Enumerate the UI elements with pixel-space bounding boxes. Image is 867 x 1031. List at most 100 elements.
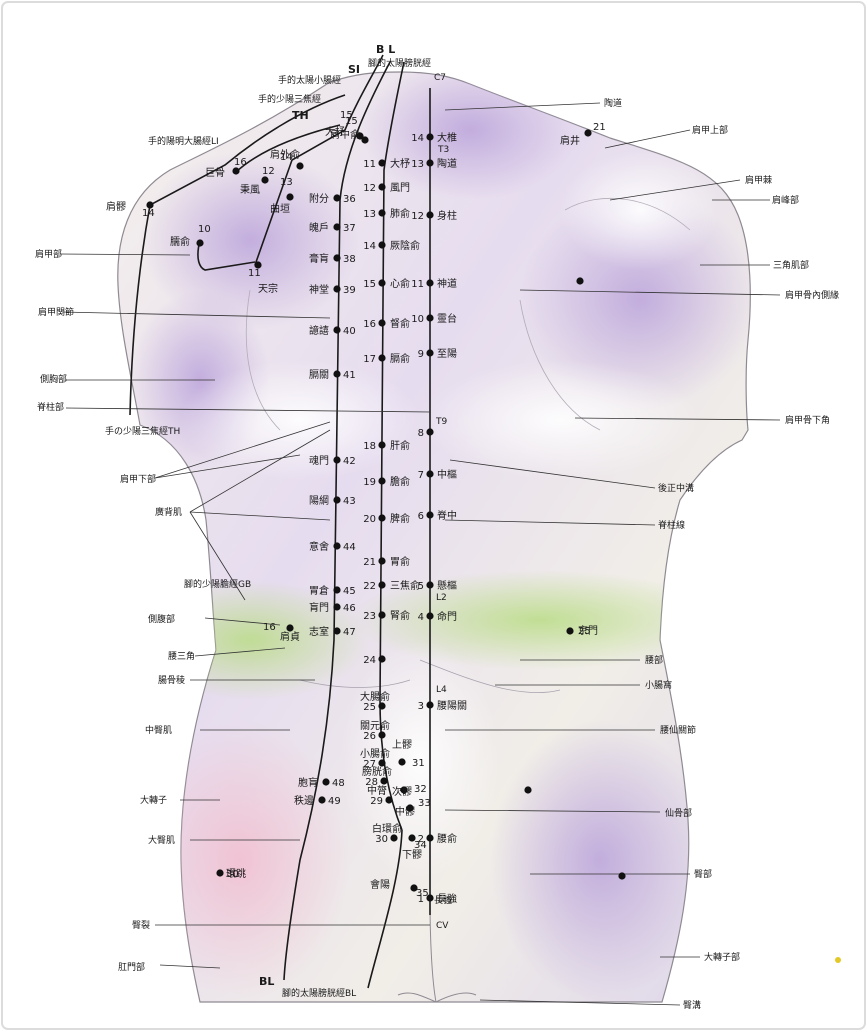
gv-point-14: [426, 133, 433, 140]
bl-inner-point-number: 23: [363, 611, 376, 622]
gv-point-name: 腰陽關: [437, 700, 467, 712]
right-label: 腰部: [645, 654, 663, 666]
torso: [118, 60, 760, 1002]
gv-point-name: 腰俞: [437, 832, 457, 845]
other-point-25: [566, 627, 573, 634]
bl-bottom-name: 腳的太陽膀胱經BL: [282, 987, 356, 999]
gv-point-number: 14: [411, 133, 424, 144]
bl-outer-point-number: 44: [343, 542, 356, 553]
bl-inner-point-number: 22: [363, 581, 376, 592]
other-point-number: 35: [416, 888, 429, 899]
vertebra-t9: T9: [435, 417, 447, 427]
bl-inner-point-name: 大腸俞: [360, 690, 390, 703]
bl-outer-point-name: 胃倉: [309, 584, 329, 597]
bl-outer-point-48: [322, 778, 329, 785]
bl-inner-point-17: [378, 354, 385, 361]
bl-outer-point-name: 志室: [309, 625, 329, 638]
left-label: 側腹部: [148, 613, 175, 625]
tianzong-right-point: [576, 277, 583, 284]
right-label: 肩甲棘: [745, 174, 772, 186]
bl-inner-point-name: 胃俞: [390, 555, 410, 568]
bl-inner-point-19: [378, 477, 385, 484]
other-point-21: [584, 129, 591, 136]
bl-inner-point-11: [378, 159, 385, 166]
vertebra-t3: T3: [437, 145, 449, 155]
bl-outer-point-name: 附分: [309, 192, 329, 205]
gv-point-7: [426, 470, 433, 477]
other-point-name: 上髎: [392, 739, 412, 751]
bl-inner-point-25: [378, 702, 385, 709]
gv-point-number: 11: [411, 279, 424, 290]
gv-point-number: 10: [411, 314, 424, 325]
right-label: 後正中溝: [658, 482, 694, 494]
bl-inner-point-number: 18: [363, 441, 376, 452]
bl-outer-point-38: [333, 254, 340, 261]
bl-outer-point-49: [318, 796, 325, 803]
other-point-number: 12: [262, 166, 275, 177]
bl-inner-point-name: 關元俞: [360, 719, 390, 732]
other-point-name: 京門: [578, 624, 598, 637]
right-label: 臀部: [694, 868, 712, 880]
other-point-number: 33: [418, 798, 431, 809]
bl-inner-point-name: 脾俞: [390, 512, 410, 525]
gv-point-number: 4: [418, 612, 424, 623]
other-point-number: 15: [345, 116, 358, 127]
left-label: 肩甲下部: [120, 473, 156, 485]
bl-outer-point-name: 陽綱: [309, 494, 329, 507]
bl-inner-point-18: [378, 441, 385, 448]
right-label: 脊柱線: [658, 519, 685, 531]
bl-outer-point-number: 42: [343, 456, 356, 467]
gv-point-5: [426, 581, 433, 588]
bl-bottom-label: BL: [259, 975, 274, 988]
gv-point-2: [426, 834, 433, 841]
bl-outer-point-number: 38: [343, 254, 356, 265]
gv-point-name: 懸樞: [437, 579, 457, 592]
bl-inner-point-14: [378, 241, 385, 248]
vertebra-l4: L4: [436, 685, 447, 695]
other-point-10: [196, 239, 203, 246]
bl-outer-point-45: [333, 586, 340, 593]
other-point-number: 16: [263, 622, 276, 633]
vertebra-c7: C7: [434, 73, 446, 83]
bl-inner-point-number: 19: [363, 477, 376, 488]
si-bl-label: 腳的太陽膀胱經: [368, 57, 431, 69]
bl-outer-point-name: 譩譆: [309, 324, 329, 337]
bl-inner-point-20: [378, 514, 385, 521]
bl-outer-point-36: [333, 194, 340, 201]
right-label: 仙骨部: [665, 807, 692, 819]
other-point-number: 11: [248, 268, 261, 279]
bl-outer-point-name: 膏肓: [309, 252, 329, 265]
bl-top-label: B L: [376, 43, 395, 56]
bl-inner-point-number: 11: [363, 159, 376, 170]
bl-inner-point-name: 膈俞: [390, 352, 410, 365]
bl-inner-point-name: 督俞: [390, 317, 410, 330]
bl-inner-point-16: [378, 319, 385, 326]
bl-outer-point-name: 肓門: [309, 601, 329, 614]
other-point-name: 肩貞: [280, 630, 300, 643]
other-point-number: 13: [280, 177, 293, 188]
bl-inner-point-number: 26: [363, 731, 376, 742]
other-point-name: 曲垣: [270, 203, 290, 215]
bl-outer-point-47: [333, 627, 340, 634]
other-point-16: [232, 167, 239, 174]
bl-inner-point-name: 肺俞: [390, 207, 410, 220]
gv-point-name: 大椎: [437, 131, 457, 144]
gv-point-name: 靈台: [437, 312, 457, 325]
bl-inner-point-21: [378, 557, 385, 564]
bl-inner-point-24: [378, 655, 385, 662]
bl-outer-point-name: 魄戶: [309, 221, 329, 234]
other-point-name: 環跳: [226, 867, 246, 880]
gv-point-name: 陶道: [437, 157, 457, 170]
bl-inner-point-number: 29: [370, 796, 383, 807]
th-hand-label: 手的少陽三焦經: [258, 93, 321, 105]
other-point-name: 天宗: [258, 282, 278, 295]
bl-inner-point-13: [378, 209, 385, 216]
bl-inner-point-number: 13: [363, 209, 376, 220]
bl-outer-point-name: 意舍: [309, 540, 329, 553]
other-point-name: 肩外俞: [270, 148, 300, 161]
bl-outer-point-41: [333, 370, 340, 377]
gv-point-name: 中樞: [437, 468, 457, 481]
bl-inner-point-number: 25: [363, 702, 376, 713]
